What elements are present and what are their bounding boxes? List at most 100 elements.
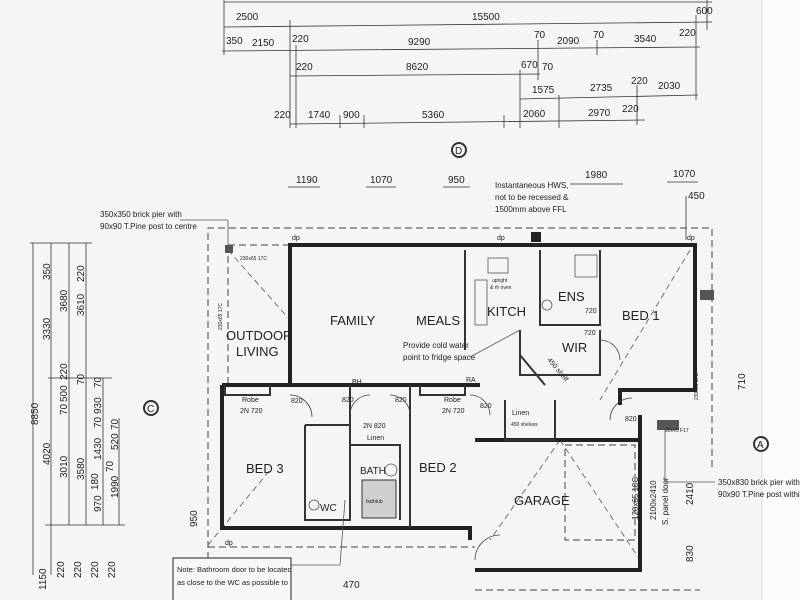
linen-label: 450 shelves (511, 422, 538, 428)
cooktop-icon (487, 257, 509, 274)
grid-marker-label: C (147, 404, 154, 415)
room-wc: WC (320, 503, 337, 514)
room-meals: MEALS (416, 313, 460, 328)
door-size: 820 (291, 398, 303, 405)
dim: 470 (343, 580, 360, 591)
small-labels: Robe 2N 720 Robe 2N 720 2N 820 Linen Lin… (218, 235, 700, 547)
dim: 950 (189, 510, 200, 527)
dim: 1980 (585, 170, 608, 181)
dim: 220 (679, 28, 696, 39)
dim: 1990 (110, 475, 121, 498)
robe-label: 2N 720 (442, 408, 465, 415)
dim: 1575 (532, 85, 555, 96)
dim: 2410 (685, 482, 696, 505)
dim: 670 (521, 60, 538, 71)
dim: 70 (534, 30, 546, 41)
dim: 70 (93, 416, 104, 428)
walls (220, 232, 714, 572)
dim: 2060 (523, 109, 546, 120)
dim: 220 (56, 561, 67, 578)
robe-label: Robe (444, 397, 461, 404)
dim: 830 (685, 545, 696, 562)
dim: 70 (593, 30, 605, 41)
dim: 70 (59, 403, 70, 415)
room-bath: BATH (360, 466, 386, 477)
dim: 1150 (38, 568, 49, 590)
dim: 520 (110, 433, 121, 450)
bathroom-note: Note: Bathroom door to be located (177, 565, 292, 574)
robe-label: Robe (242, 397, 259, 404)
pier-note: 350x350 brick pier with (100, 210, 182, 219)
dim: 3010 (59, 455, 70, 478)
dim: 710 (737, 373, 748, 390)
dim: 500 (59, 385, 70, 402)
downpipe-label: dp (292, 235, 300, 242)
door-size: 820 (625, 416, 637, 423)
dim: 220 (631, 76, 648, 87)
dim: 600 (696, 6, 713, 17)
top-dimension-lines (221, 0, 713, 128)
pier-note: 350x830 brick pier with (718, 478, 800, 487)
grid-marker-label: D (455, 146, 462, 157)
dim: 4020 (42, 442, 53, 465)
dim: 220 (73, 561, 84, 578)
dim: 1430 (93, 437, 104, 460)
room-bed2: BED 2 (419, 460, 457, 475)
dim: 2970 (588, 108, 611, 119)
linen-label: Linen (367, 435, 384, 442)
lintel-label: 120x65 18C (631, 477, 640, 520)
dim: 1070 (370, 175, 393, 186)
beam-label: 90x45 F17 (665, 428, 689, 434)
dim: 3330 (42, 317, 53, 340)
door-swings (289, 339, 633, 561)
dim: 220 (296, 62, 313, 73)
dim: 2500 (236, 12, 259, 23)
pier-note: 90x90 T.Pine post to centre (100, 222, 197, 231)
grid-marker-a: A (753, 436, 769, 452)
dim: 2735 (590, 83, 613, 94)
fridge-note: Provide cold water (403, 341, 469, 350)
dim: 8620 (406, 62, 429, 73)
room-bed1: BED 1 (622, 308, 660, 323)
dim: 1190 (296, 175, 318, 186)
return-air-label: RA (466, 377, 476, 384)
lintel-label: 230x65 17C (694, 373, 700, 400)
toilet-icon (308, 499, 320, 511)
downpipe-label: dp (497, 235, 505, 242)
room-outdoor-living: LIVING (236, 344, 279, 359)
dim: 2090 (557, 36, 580, 47)
basin-icon (384, 463, 398, 477)
dim: 350 (42, 263, 53, 280)
paper-edge (762, 0, 800, 600)
left-dimension-text: 8850 350 3330 4020 1150 3680 220 500 70 … (30, 263, 121, 590)
bathtub-icon (361, 479, 397, 519)
pier-note: 90x90 T.Pine post within (718, 490, 800, 499)
garage-door-label: 2100x2410 (649, 480, 658, 520)
room-garage: GARAGE (514, 493, 570, 508)
room-outdoor-living: OUTDOOR (226, 328, 292, 343)
bulkhead-label: BH (352, 379, 362, 386)
brick-pier-icon (225, 245, 233, 253)
oven-label: upright (492, 278, 508, 284)
dim: 220 (59, 363, 70, 380)
grid-marker-label: A (757, 440, 764, 451)
bathroom-note: as close to the WC as possible to (177, 578, 288, 587)
dim: 9290 (408, 37, 431, 48)
dim: 1740 (308, 110, 331, 121)
hws-note: not to be recessed & (495, 193, 569, 202)
dim: 3540 (634, 34, 657, 45)
dim: 950 (448, 175, 465, 186)
dim: 2150 (252, 38, 275, 49)
dim: 220 (292, 34, 309, 45)
brick-pier-icon (657, 420, 679, 430)
chimney-icon (700, 290, 714, 300)
door-size: 720 (584, 330, 596, 337)
dim: 220 (107, 561, 118, 578)
misc-dimensions: 950 470 710 2410 830 (189, 373, 748, 591)
garage-door-label: S. panel door (661, 477, 670, 525)
dim: 3680 (59, 289, 70, 312)
dim: 70 (110, 418, 121, 430)
dim: 70 (105, 460, 116, 472)
dim: 350 (226, 36, 243, 47)
